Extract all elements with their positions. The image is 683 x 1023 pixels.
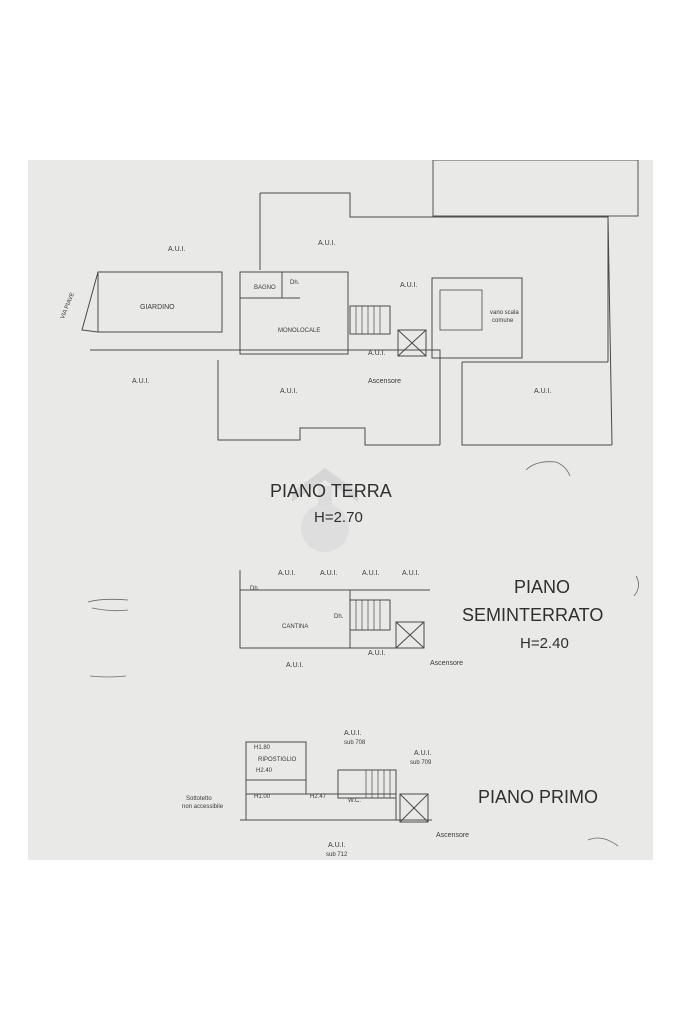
elevator-first [399, 793, 429, 823]
label-h240: H2.40 [256, 768, 273, 774]
wc-room [337, 769, 397, 799]
label-aui-gt3: A.U.I. [400, 282, 418, 289]
label-h100: H1.00 [254, 794, 271, 800]
label-monolocale: MONOLOCALE [278, 328, 321, 334]
elevator-ground [397, 329, 427, 357]
label-aui-sm1: A.U.I. [278, 570, 296, 577]
label-bagno: BAGNO [254, 285, 276, 291]
label-aui-sm5: A.U.I. [368, 650, 386, 657]
label-ascensore-sm: Ascensore [430, 660, 464, 667]
label-doccia-sm2: Dh. [334, 614, 344, 620]
label-sub-709: sub 709 [410, 760, 432, 766]
floor-height-seminterrato: H=2.40 [520, 635, 569, 652]
floor-title-terra: PIANO TERRA [270, 481, 392, 501]
label-aui-pp2: A.U.I. [414, 750, 432, 757]
label-aui-sm2: A.U.I. [320, 570, 338, 577]
label-doccia-gt: Dh. [290, 280, 300, 286]
label-aui-gt5: A.U.I. [132, 378, 150, 385]
basement-plan [239, 570, 430, 649]
building-right-edge [607, 215, 613, 446]
ground-floor-plan [81, 192, 612, 446]
floor-plan-drawing [81, 160, 639, 847]
label-wc: W.C. [348, 798, 361, 804]
pencil-marks [87, 461, 639, 847]
label-doccia-sm1: Dh. [250, 586, 260, 592]
monolocale-room [239, 271, 349, 355]
floor-height-terra: H=2.70 [314, 509, 363, 526]
label-ascensore-pp: Ascensore [436, 832, 470, 839]
elevator-basement [395, 621, 425, 649]
label-aui-gt1: A.U.I. [168, 246, 186, 253]
giardino-room [97, 271, 223, 333]
label-giardino: GIARDINO [140, 304, 175, 311]
building-top-block [432, 160, 639, 217]
label-aui-pp3: A.U.I. [328, 842, 346, 849]
label-aui-sm3: A.U.I. [362, 570, 380, 577]
label-ripostiglio: RIPOSTIGLIO [258, 757, 297, 763]
label-cantina: CANTINA [282, 624, 309, 630]
floor-title-seminterrato-1: PIANO [514, 577, 571, 597]
label-aui-gt7: A.U.I. [534, 388, 552, 395]
label-aui-gt6: A.U.I. [280, 388, 298, 395]
label-vano-scala-2: comune [492, 318, 514, 324]
watermark-logo [292, 468, 358, 552]
first-floor-plan [240, 741, 432, 823]
label-aui-gt2: A.U.I. [318, 240, 336, 247]
label-sottotetto-2: non accessibile [182, 804, 224, 810]
label-h247: H2.47 [310, 794, 327, 800]
label-aui-sm4: A.U.I. [402, 570, 420, 577]
floor-title-primo: PIANO PRIMO [478, 787, 599, 807]
label-h180: H1.80 [254, 745, 271, 751]
common-stair-room [431, 277, 523, 359]
stair-basement [349, 599, 391, 631]
label-ascensore-gt: Ascensore [368, 378, 402, 385]
label-sottotetto-1: Sottotetto [186, 796, 212, 802]
label-sub-708: sub 708 [344, 740, 366, 746]
label-aui-pp1: A.U.I. [344, 730, 362, 737]
label-sub-712: sub 712 [326, 852, 348, 858]
stair-ground [349, 305, 391, 335]
label-aui-sm6: A.U.I. [286, 662, 304, 669]
floor-title-seminterrato-2: SEMINTERRATO [462, 605, 604, 625]
label-vano-scala-1: vano scala [490, 310, 519, 316]
label-aui-gt4: A.U.I. [368, 350, 386, 357]
